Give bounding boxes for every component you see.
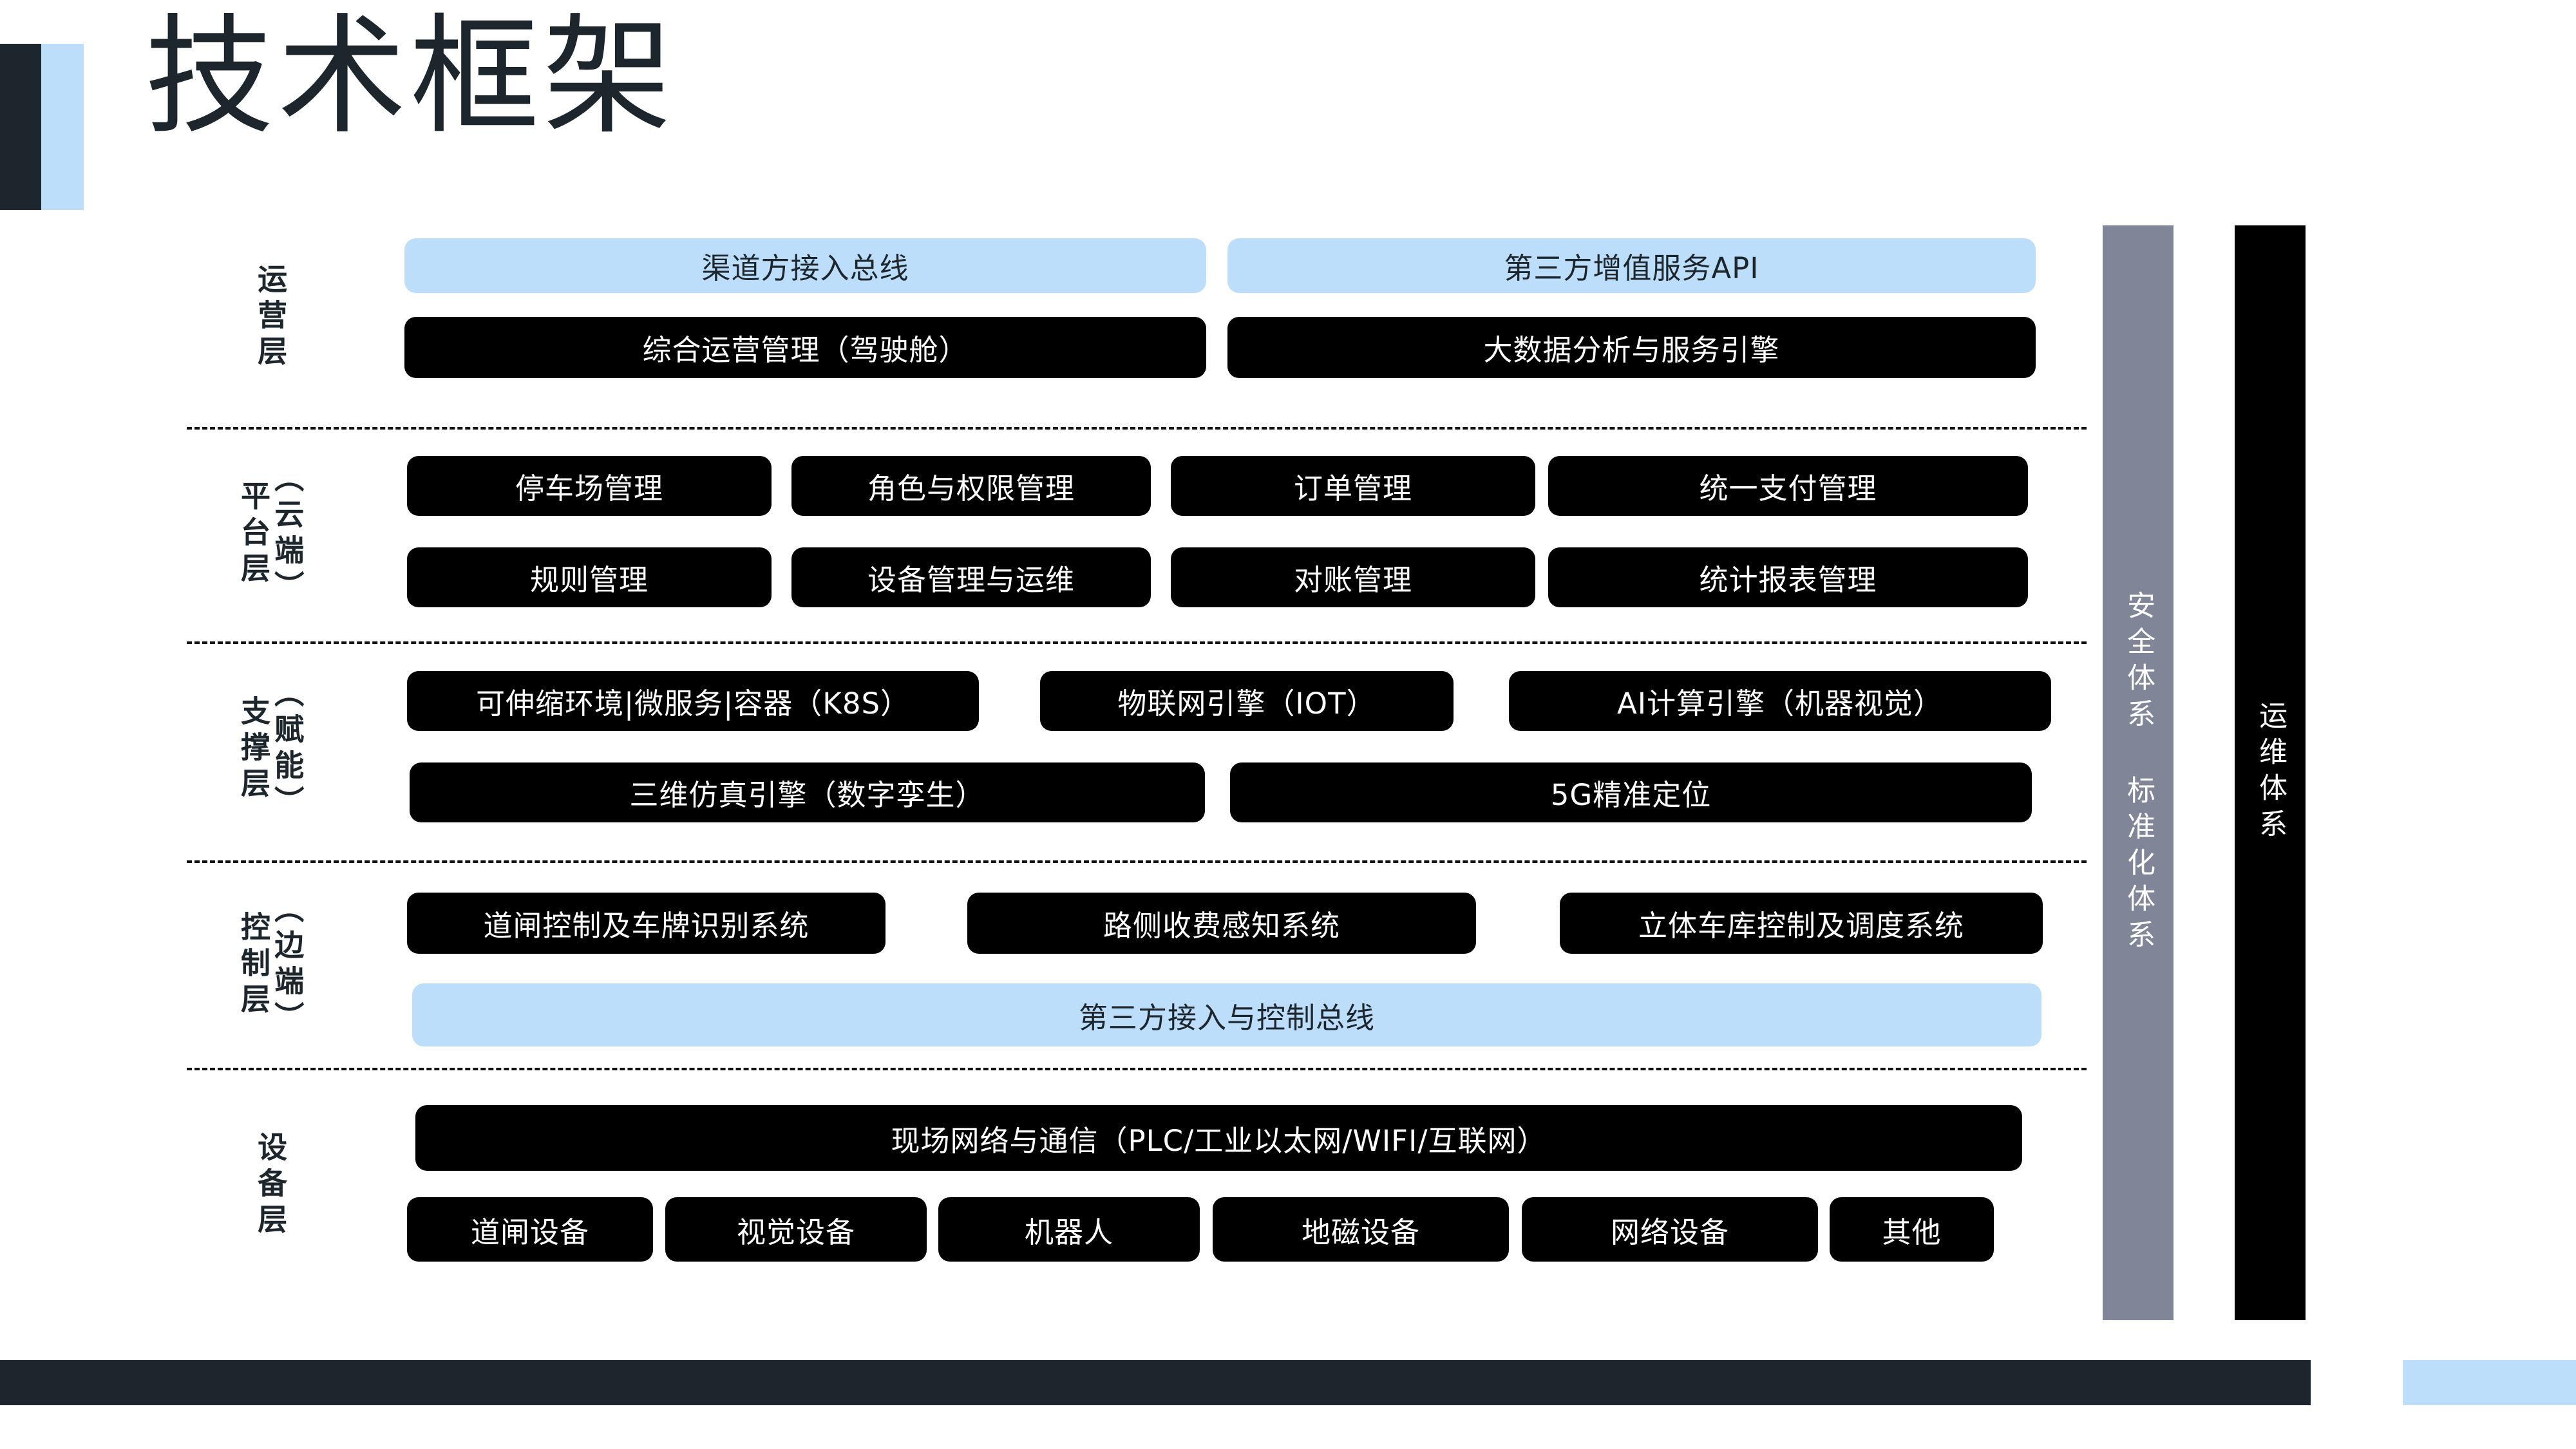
footer-bar-light (2403, 1360, 2576, 1405)
layer-label-operation: 运营层 (213, 225, 328, 409)
layer-divider-3 (187, 860, 2087, 863)
box-vision-device[interactable]: 视觉设备 (665, 1197, 927, 1262)
layer-platform-row-1: 停车场管理 角色与权限管理 订单管理 统一支付管理 (407, 456, 2028, 516)
box-5g-precise-positioning[interactable]: 5G精准定位 (1230, 762, 2032, 822)
layer-control-row-1: 道闸控制及车牌识别系统 路侧收费感知系统 立体车库控制及调度系统 (407, 893, 2043, 954)
layer-label-primary: 支撑层 (236, 696, 271, 804)
box-3d-simulation-engine-digital-twin[interactable]: 三维仿真引擎（数字孪生） (410, 762, 1205, 822)
sidebar-ops-label: 运维体系 (2254, 701, 2287, 845)
box-rule-management[interactable]: 规则管理 (407, 547, 772, 607)
box-field-network-communication[interactable]: 现场网络与通信（PLC/工业以太网/WIFI/互联网） (415, 1105, 2022, 1171)
layer-label-device: 设备层 (213, 1079, 328, 1292)
layer-divider-2 (187, 641, 2087, 644)
technical-framework-diagram: 运营层 渠道方接入总线 第三方增值服务API 综合运营管理（驾驶舱） 大数据分析… (0, 225, 2576, 1333)
title-accent-bar-dark (0, 44, 41, 210)
box-barrier-device[interactable]: 道闸设备 (407, 1197, 653, 1262)
title-accent-bar-light (41, 44, 84, 210)
box-other-device[interactable]: 其他 (1830, 1197, 1994, 1262)
layer-operation: 运营层 渠道方接入总线 第三方增值服务API 综合运营管理（驾驶舱） 大数据分析… (0, 225, 2087, 409)
box-unified-payment-management[interactable]: 统一支付管理 (1548, 456, 2028, 516)
box-statistics-report-management[interactable]: 统计报表管理 (1548, 547, 2028, 607)
sidebar-security-standardization[interactable]: 安全体系 标准化体系 (2103, 225, 2174, 1320)
layer-platform: 平台层 （云端） 停车场管理 角色与权限管理 订单管理 统一支付管理 规则管理 … (0, 438, 2087, 631)
layer-support-row-1: 可伸缩环境|微服务|容器（K8S） 物联网引擎（IOT） AI计算引擎（机器视觉… (407, 671, 2051, 731)
box-stereo-garage-control-dispatch[interactable]: 立体车库控制及调度系统 (1560, 893, 2043, 954)
layer-operation-row-1: 渠道方接入总线 第三方增值服务API (404, 238, 2036, 293)
layer-label-primary: 设备层 (253, 1132, 289, 1240)
box-integrated-operation-management[interactable]: 综合运营管理（驾驶舱） (404, 317, 1206, 378)
footer-bar-dark (0, 1360, 2311, 1405)
layer-support: 支撑层 （赋能） 可伸缩环境|微服务|容器（K8S） 物联网引擎（IOT） AI… (0, 653, 2087, 846)
box-device-management-ops[interactable]: 设备管理与运维 (791, 547, 1151, 607)
box-roadside-charging-sensing[interactable]: 路侧收费感知系统 (967, 893, 1476, 954)
box-scalable-microservice-container-k8s[interactable]: 可伸缩环境|微服务|容器（K8S） (407, 671, 979, 731)
box-barrier-control-plate-recognition[interactable]: 道闸控制及车牌识别系统 (407, 893, 886, 954)
box-ai-compute-engine-machine-vision[interactable]: AI计算引擎（机器视觉） (1509, 671, 2051, 731)
layer-label-platform: 平台层 （云端） (213, 438, 328, 631)
box-iot-engine[interactable]: 物联网引擎（IOT） (1040, 671, 1454, 731)
box-third-party-value-added-api[interactable]: 第三方增值服务API (1227, 238, 2036, 293)
box-reconciliation-management[interactable]: 对账管理 (1171, 547, 1535, 607)
box-channel-access-bus[interactable]: 渠道方接入总线 (404, 238, 1206, 293)
sidebar-operations-maintenance[interactable]: 运维体系 (2235, 225, 2306, 1320)
layer-label-support: 支撑层 （赋能） (213, 653, 328, 846)
layer-device: 设备层 现场网络与通信（PLC/工业以太网/WIFI/互联网） 道闸设备 视觉设… (0, 1079, 2087, 1292)
layer-divider-4 (187, 1068, 2087, 1070)
box-network-device[interactable]: 网络设备 (1522, 1197, 1818, 1262)
box-order-management[interactable]: 订单管理 (1171, 456, 1535, 516)
layer-label-primary: 控制层 (236, 911, 271, 1019)
box-parking-lot-management[interactable]: 停车场管理 (407, 456, 772, 516)
layer-device-row-2: 道闸设备 视觉设备 机器人 地磁设备 网络设备 其他 (407, 1197, 1994, 1262)
layer-label-control: 控制层 （边端） (213, 872, 328, 1059)
layer-label-primary: 运营层 (253, 263, 289, 372)
layer-divider-1 (187, 427, 2087, 430)
layer-platform-row-2: 规则管理 设备管理与运维 对账管理 统计报表管理 (407, 547, 2028, 607)
layer-control: 控制层 （边端） 道闸控制及车牌识别系统 路侧收费感知系统 立体车库控制及调度系… (0, 872, 2087, 1059)
box-role-permission-management[interactable]: 角色与权限管理 (791, 456, 1151, 516)
layer-support-row-2: 三维仿真引擎（数字孪生） 5G精准定位 (410, 762, 2032, 822)
page-title: 技术框架 (145, 2, 676, 152)
layer-control-row-2: 第三方接入与控制总线 (412, 983, 2041, 1046)
sidebar-security-label: 安全体系 标准化体系 (2122, 590, 2155, 956)
layer-device-row-1: 现场网络与通信（PLC/工业以太网/WIFI/互联网） (415, 1105, 2022, 1171)
box-geomagnetic-device[interactable]: 地磁设备 (1213, 1197, 1509, 1262)
box-robot-device[interactable]: 机器人 (938, 1197, 1200, 1262)
box-big-data-analysis-service-engine[interactable]: 大数据分析与服务引擎 (1227, 317, 2036, 378)
layer-label-secondary: （边端） (270, 893, 305, 1037)
layer-label-secondary: （赋能） (270, 677, 305, 822)
layer-label-primary: 平台层 (236, 480, 271, 589)
box-third-party-access-control-bus[interactable]: 第三方接入与控制总线 (412, 983, 2041, 1046)
layer-label-secondary: （云端） (270, 462, 305, 607)
layer-operation-row-2: 综合运营管理（驾驶舱） 大数据分析与服务引擎 (404, 317, 2036, 378)
